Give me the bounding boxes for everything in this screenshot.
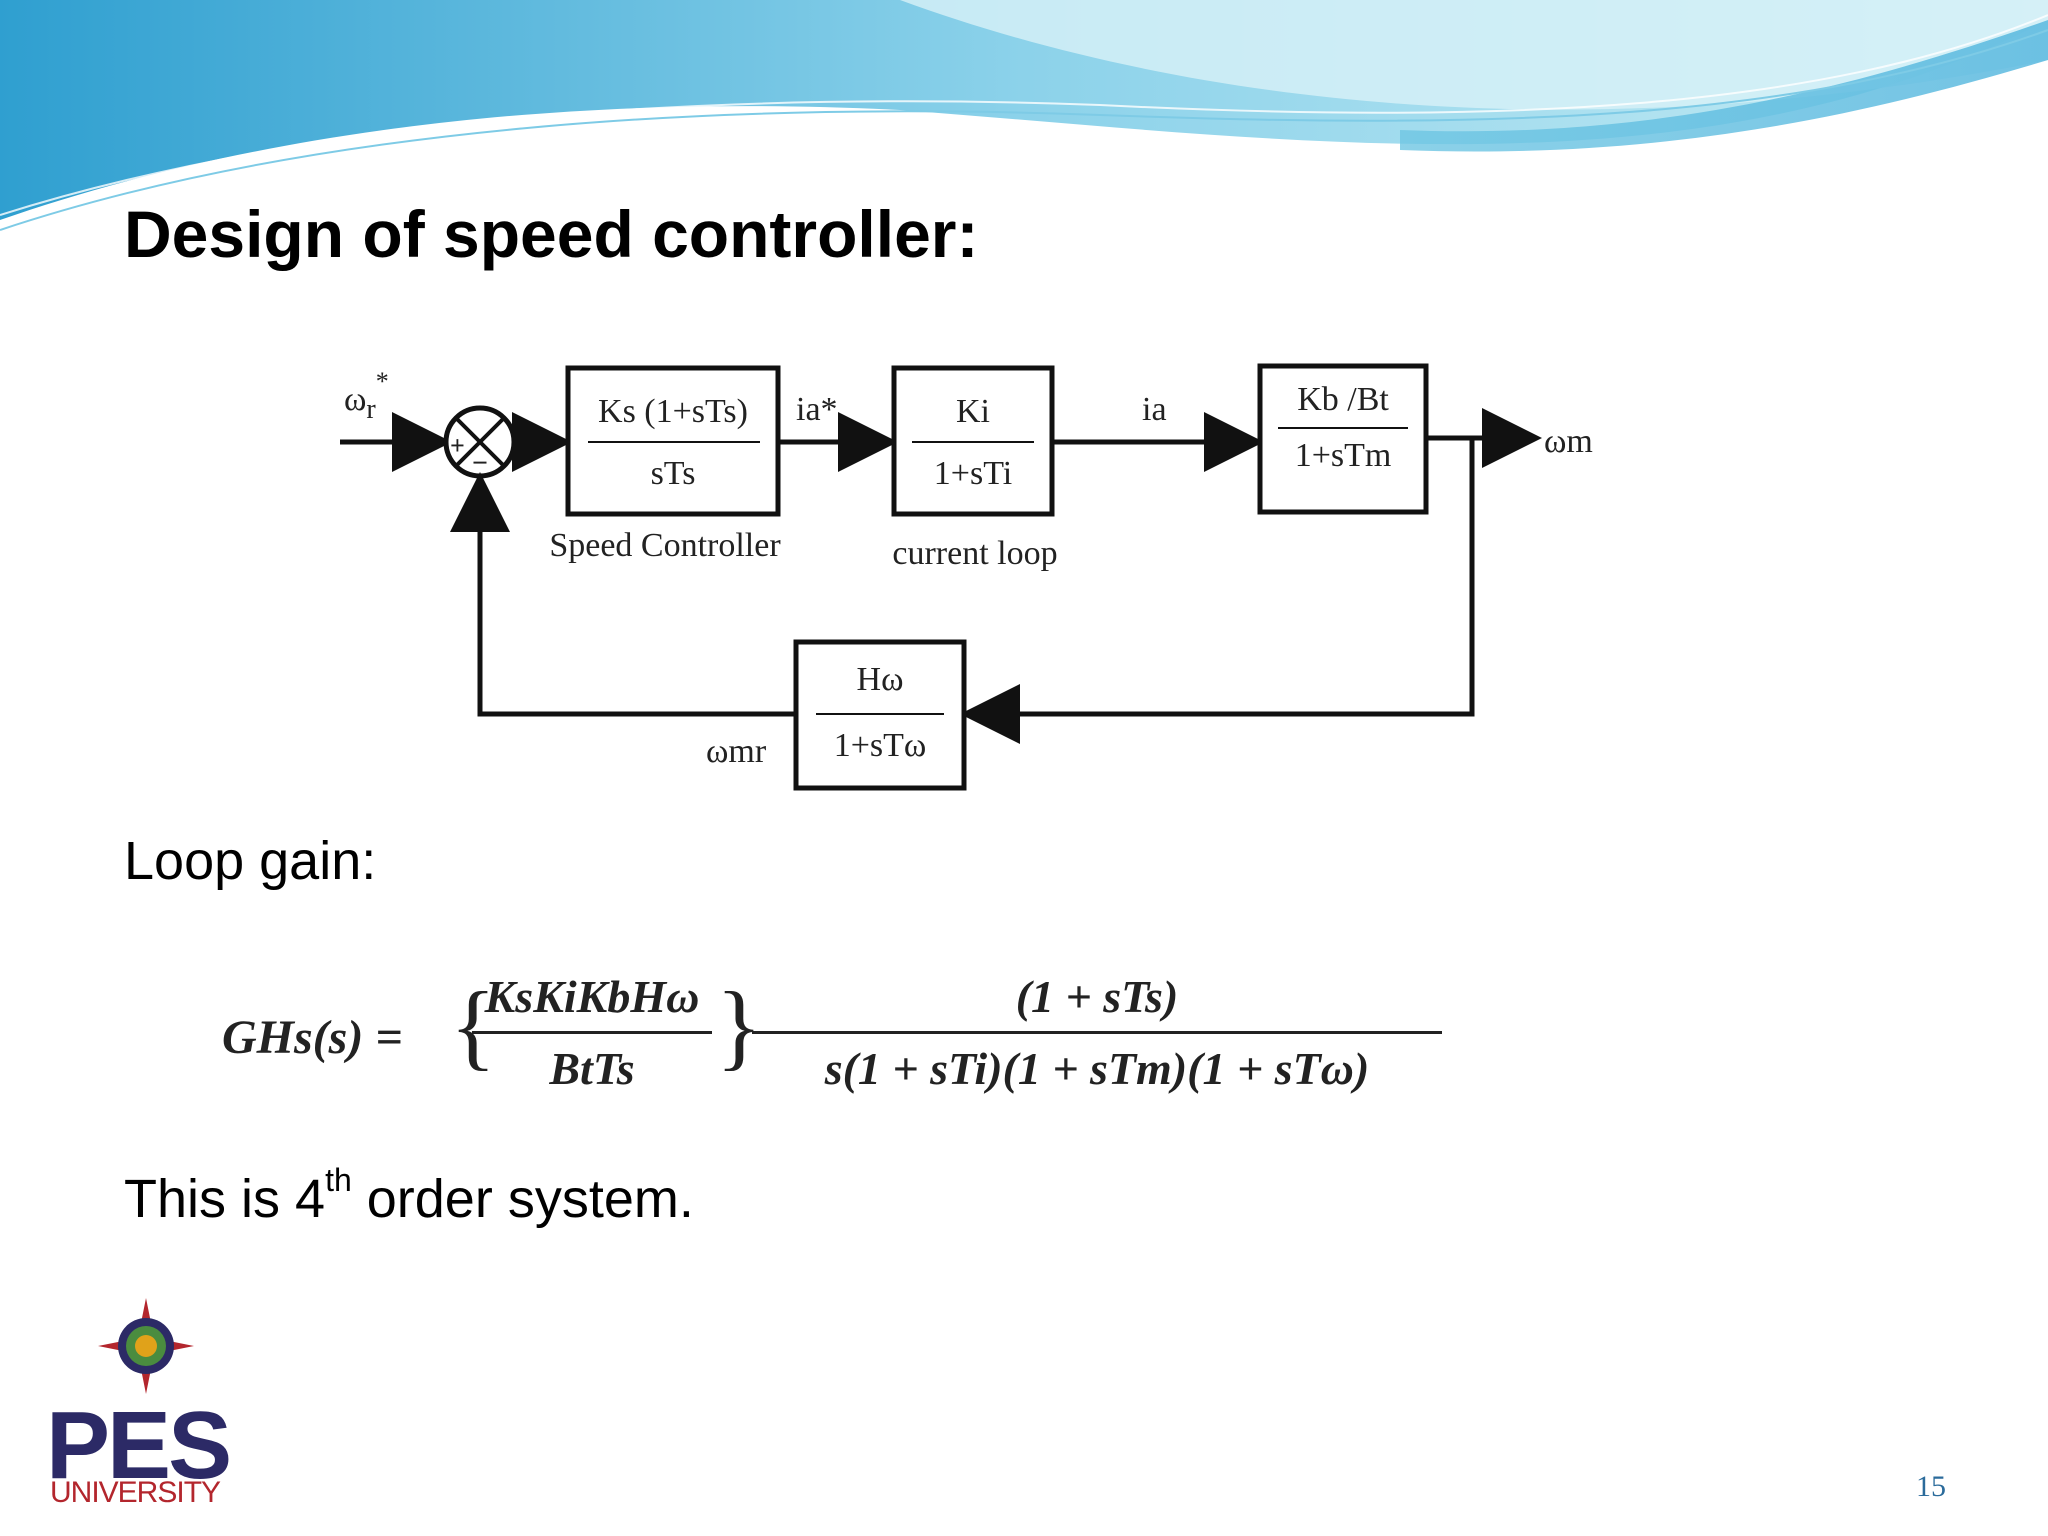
current-loop-caption: current loop (892, 535, 1057, 572)
header-wave (0, 0, 2048, 231)
motor-numerator: Kb /Bt (1297, 381, 1389, 418)
output-signal-label: ωm (1544, 423, 1593, 460)
current-loop-numerator: Ki (956, 393, 990, 430)
order-text-post: order system. (351, 1169, 694, 1229)
page-number: 15 (1916, 1470, 1946, 1503)
feedback-block: Hω 1+sTω (793, 639, 967, 791)
motor-block: Kb /Bt 1+sTm (1257, 363, 1429, 515)
order-statement: This is 4th order system. (124, 1162, 694, 1230)
formula-dynamics-numerator: (1 + sTs) (1015, 971, 1179, 1022)
feedback-numerator: Hω (857, 661, 904, 698)
speed-controller-denominator: sTs (651, 455, 696, 492)
loop-gain-formula: GHs(s) = { KsKiKbHω BtTs } (1 + sTs) s(1… (222, 960, 1462, 1110)
formula-brace-close: } (716, 972, 763, 1079)
speed-controller-numerator: Ks (1+sTs) (598, 393, 748, 430)
formula-dynamics-fraction-bar (752, 1031, 1442, 1034)
order-text-sup: th (325, 1162, 352, 1198)
formula-brace-open: { (450, 972, 497, 1079)
loop-gain-label: Loop gain: (124, 831, 377, 891)
current-loop-denominator: 1+sTi (934, 455, 1012, 492)
formula-gain-denominator: BtTs (549, 1043, 635, 1094)
block-diagram: ωr* + − Ks (1+sTs) sTs Speed Controller … (340, 363, 1593, 791)
logo-subtitle: UNIVERSITY (50, 1476, 221, 1509)
formula-gain-fraction-bar (472, 1031, 712, 1034)
formula-dynamics-denominator: s(1 + sTi)(1 + sTm)(1 + sTω) (824, 1043, 1370, 1094)
feedback-return-path (960, 438, 1475, 744)
logo-emblem-icon (98, 1298, 194, 1394)
summing-junction: + − (443, 405, 517, 479)
logo-name: PES (46, 1392, 232, 1499)
formula-lhs: GHs(s) = (222, 1011, 403, 1064)
feedback-denominator: 1+sTω (834, 727, 927, 764)
motor-denominator: 1+sTm (1295, 437, 1392, 474)
feedback-to-sum-path (450, 472, 796, 717)
current-loop-block: Ki 1+sTi (891, 365, 1055, 517)
feedback-signal-label: ωmr (706, 733, 767, 770)
summing-minus: − (472, 448, 488, 479)
formula-dynamics-fraction: (1 + sTs) s(1 + sTi)(1 + sTm)(1 + sTω) (752, 970, 1442, 1095)
summing-plus: + (450, 431, 465, 460)
formula-gain-numerator: KsKiKbHω (484, 971, 700, 1022)
order-text-pre: This is 4 (124, 1169, 326, 1229)
slide-title: Design of speed controller: (124, 197, 979, 271)
pes-university-logo: PES UNIVERSITY (46, 1296, 246, 1509)
svg-text:ωr*: ωr* (344, 367, 389, 425)
speed-controller-caption: Speed Controller (549, 527, 781, 564)
input-signal-label: ωr* (344, 367, 389, 425)
ia-label: ia (1142, 391, 1167, 428)
ia-star-label: ia* (796, 391, 838, 428)
speed-controller-block: Ks (1+sTs) sTs (565, 365, 781, 517)
formula-gain-fraction: KsKiKbHω BtTs (472, 970, 712, 1095)
